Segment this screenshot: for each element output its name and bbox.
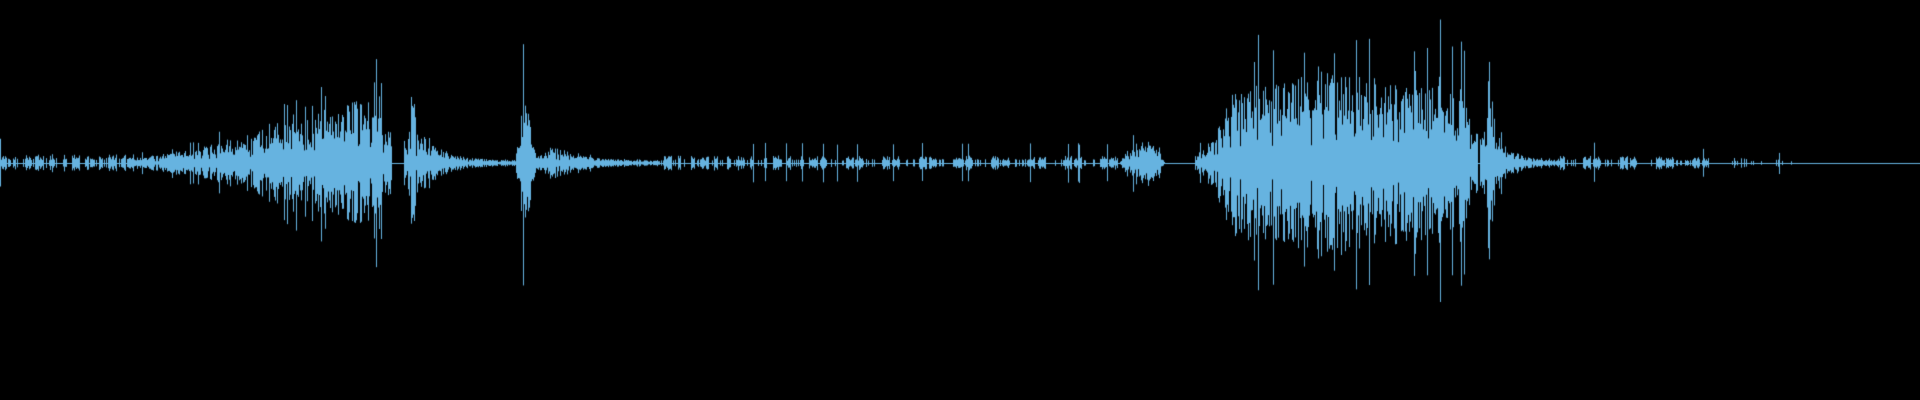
waveform-viewer[interactable]: Audio Waveform: [0, 0, 1920, 400]
audio-waveform-canvas[interactable]: [0, 0, 1920, 400]
